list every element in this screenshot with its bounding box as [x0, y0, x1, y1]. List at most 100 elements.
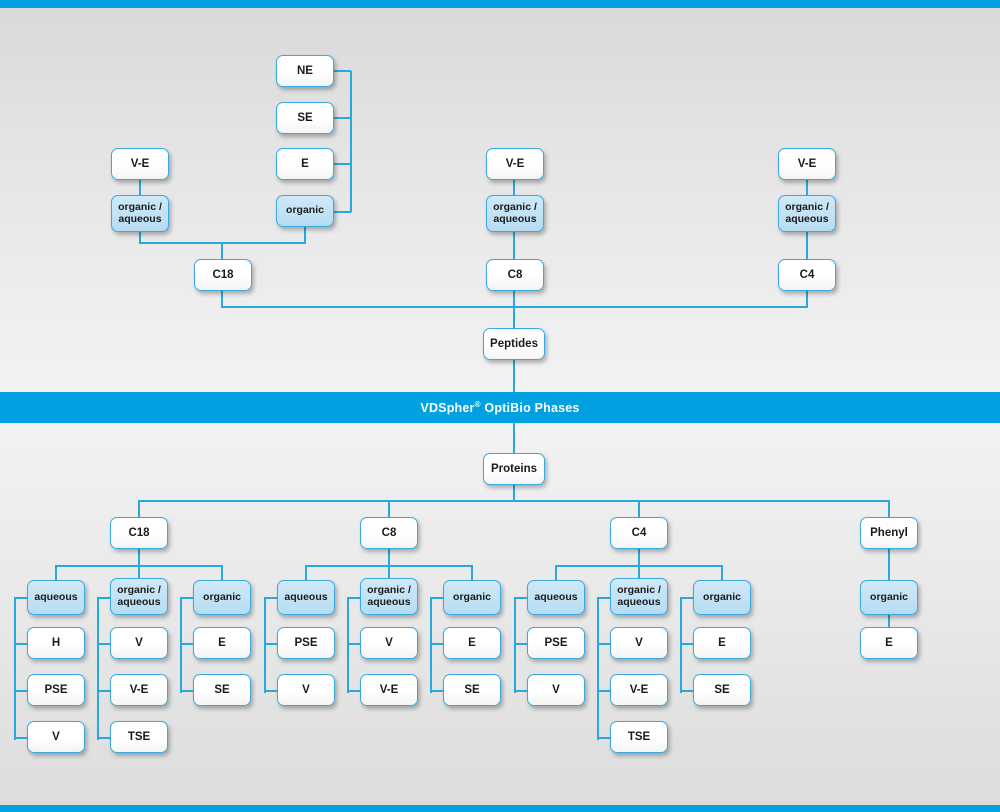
node-top-c8[interactable]: C8 — [486, 259, 544, 291]
node-c4-organic-item[interactable]: E — [693, 627, 751, 659]
node-c18-orgaq-item[interactable]: V-E — [110, 674, 168, 706]
node-label: organic — [286, 204, 324, 217]
node-c18-organic[interactable]: organic — [193, 580, 251, 615]
node-c4-aqueous-item[interactable]: PSE — [527, 627, 585, 659]
node-c18-orgaq-item[interactable]: TSE — [110, 721, 168, 753]
node-c8-organic-aqueous[interactable]: organic / aqueous — [360, 578, 418, 615]
node-c4-aqueous[interactable]: aqueous — [527, 580, 585, 615]
connector-vertical — [888, 549, 890, 580]
connector-vertical — [888, 615, 890, 627]
connector-horizontal — [138, 500, 889, 502]
node-top-e[interactable]: E — [276, 148, 334, 180]
node-top-orgaq-c4[interactable]: organic / aqueous — [778, 195, 836, 232]
node-label: E — [885, 636, 893, 649]
connector-horizontal — [264, 597, 278, 599]
node-label: V-E — [379, 683, 399, 696]
node-c18-aqueous-item[interactable]: H — [27, 627, 85, 659]
node-label: C8 — [507, 268, 523, 281]
node-c18-organic-aqueous[interactable]: organic / aqueous — [110, 578, 168, 615]
connector-horizontal — [597, 690, 611, 692]
connector-horizontal — [597, 597, 611, 599]
node-c4-orgaq-item[interactable]: V — [610, 627, 668, 659]
node-label: SE — [714, 683, 730, 696]
node-label: V-E — [129, 683, 149, 696]
connector-vertical — [513, 291, 515, 328]
connector-vertical — [513, 360, 515, 393]
node-top-orgaq-c18[interactable]: organic / aqueous — [111, 195, 169, 232]
connector-vertical — [638, 565, 640, 582]
node-c8-aqueous[interactable]: aqueous — [277, 580, 335, 615]
node-label: V-E — [629, 683, 649, 696]
node-c4-organic-item[interactable]: SE — [693, 674, 751, 706]
node-top-se[interactable]: SE — [276, 102, 334, 134]
connector-vertical — [513, 485, 515, 502]
node-label: aqueous — [284, 590, 328, 603]
node-label: organic / aqueous — [493, 200, 537, 225]
node-c4-orgaq-item[interactable]: V-E — [610, 674, 668, 706]
node-top-ve-c18[interactable]: V-E — [111, 148, 169, 180]
connector-horizontal — [264, 643, 278, 645]
connector-horizontal — [14, 737, 28, 739]
connector-horizontal — [430, 643, 444, 645]
node-bottom-c4[interactable]: C4 — [610, 517, 668, 549]
node-label: V-E — [505, 157, 525, 170]
node-bottom-c18[interactable]: C18 — [110, 517, 168, 549]
node-label: SE — [214, 683, 230, 696]
connector-horizontal — [180, 643, 194, 645]
connector-horizontal — [97, 690, 111, 692]
connector-vertical — [388, 565, 390, 582]
connector-vertical — [14, 597, 16, 740]
node-top-c4[interactable]: C4 — [778, 259, 836, 291]
node-label: E — [468, 636, 476, 649]
node-label: E — [301, 157, 309, 170]
connector-vertical — [514, 597, 516, 693]
node-c18-aqueous-item[interactable]: PSE — [27, 674, 85, 706]
node-c4-organic[interactable]: organic — [693, 580, 751, 615]
node-c4-organic-aqueous[interactable]: organic / aqueous — [610, 578, 668, 615]
connector-vertical — [388, 549, 390, 566]
node-top-ne[interactable]: NE — [276, 55, 334, 87]
node-c8-orgaq-item[interactable]: V — [360, 627, 418, 659]
node-c18-orgaq-item[interactable]: V — [110, 627, 168, 659]
node-label: C8 — [381, 526, 397, 539]
node-c8-aqueous-item[interactable]: PSE — [277, 627, 335, 659]
node-label: V — [552, 683, 560, 696]
node-c8-aqueous-item[interactable]: V — [277, 674, 335, 706]
node-c8-orgaq-item[interactable]: V-E — [360, 674, 418, 706]
node-bottom-c8[interactable]: C8 — [360, 517, 418, 549]
node-proteins[interactable]: Proteins — [483, 453, 545, 485]
node-c18-organic-item[interactable]: SE — [193, 674, 251, 706]
node-c8-organic[interactable]: organic — [443, 580, 501, 615]
node-c18-organic-item[interactable]: E — [193, 627, 251, 659]
node-c18-aqueous-item[interactable]: V — [27, 721, 85, 753]
connector-horizontal — [14, 690, 28, 692]
node-label: organic — [453, 590, 491, 603]
connector-horizontal — [334, 211, 351, 213]
connector-horizontal — [347, 690, 361, 692]
node-peptides[interactable]: Peptides — [483, 328, 545, 360]
node-label: PSE — [544, 636, 568, 649]
node-label: Phenyl — [870, 526, 908, 539]
connector-vertical — [388, 500, 390, 517]
node-top-organic[interactable]: organic — [276, 195, 334, 227]
connector-vertical — [806, 180, 808, 196]
node-c18-aqueous[interactable]: aqueous — [27, 580, 85, 615]
node-label: NE — [297, 64, 313, 77]
connector-vertical — [555, 565, 557, 582]
node-top-ve-c8[interactable]: V-E — [486, 148, 544, 180]
connector-vertical — [806, 291, 808, 308]
node-phenyl-organic[interactable]: organic — [860, 580, 918, 615]
node-c4-aqueous-item[interactable]: V — [527, 674, 585, 706]
node-label: C18 — [128, 526, 150, 539]
node-c8-organic-item[interactable]: E — [443, 627, 501, 659]
node-phenyl-organic-item[interactable]: E — [860, 627, 918, 659]
connector-vertical — [806, 232, 808, 259]
node-top-c18[interactable]: C18 — [194, 259, 252, 291]
node-c8-organic-item[interactable]: SE — [443, 674, 501, 706]
node-top-orgaq-c8[interactable]: organic / aqueous — [486, 195, 544, 232]
node-bottom-phenyl[interactable]: Phenyl — [860, 517, 918, 549]
node-top-ve-c4[interactable]: V-E — [778, 148, 836, 180]
node-label: E — [718, 636, 726, 649]
node-label: SE — [464, 683, 480, 696]
node-c4-orgaq-item[interactable]: TSE — [610, 721, 668, 753]
